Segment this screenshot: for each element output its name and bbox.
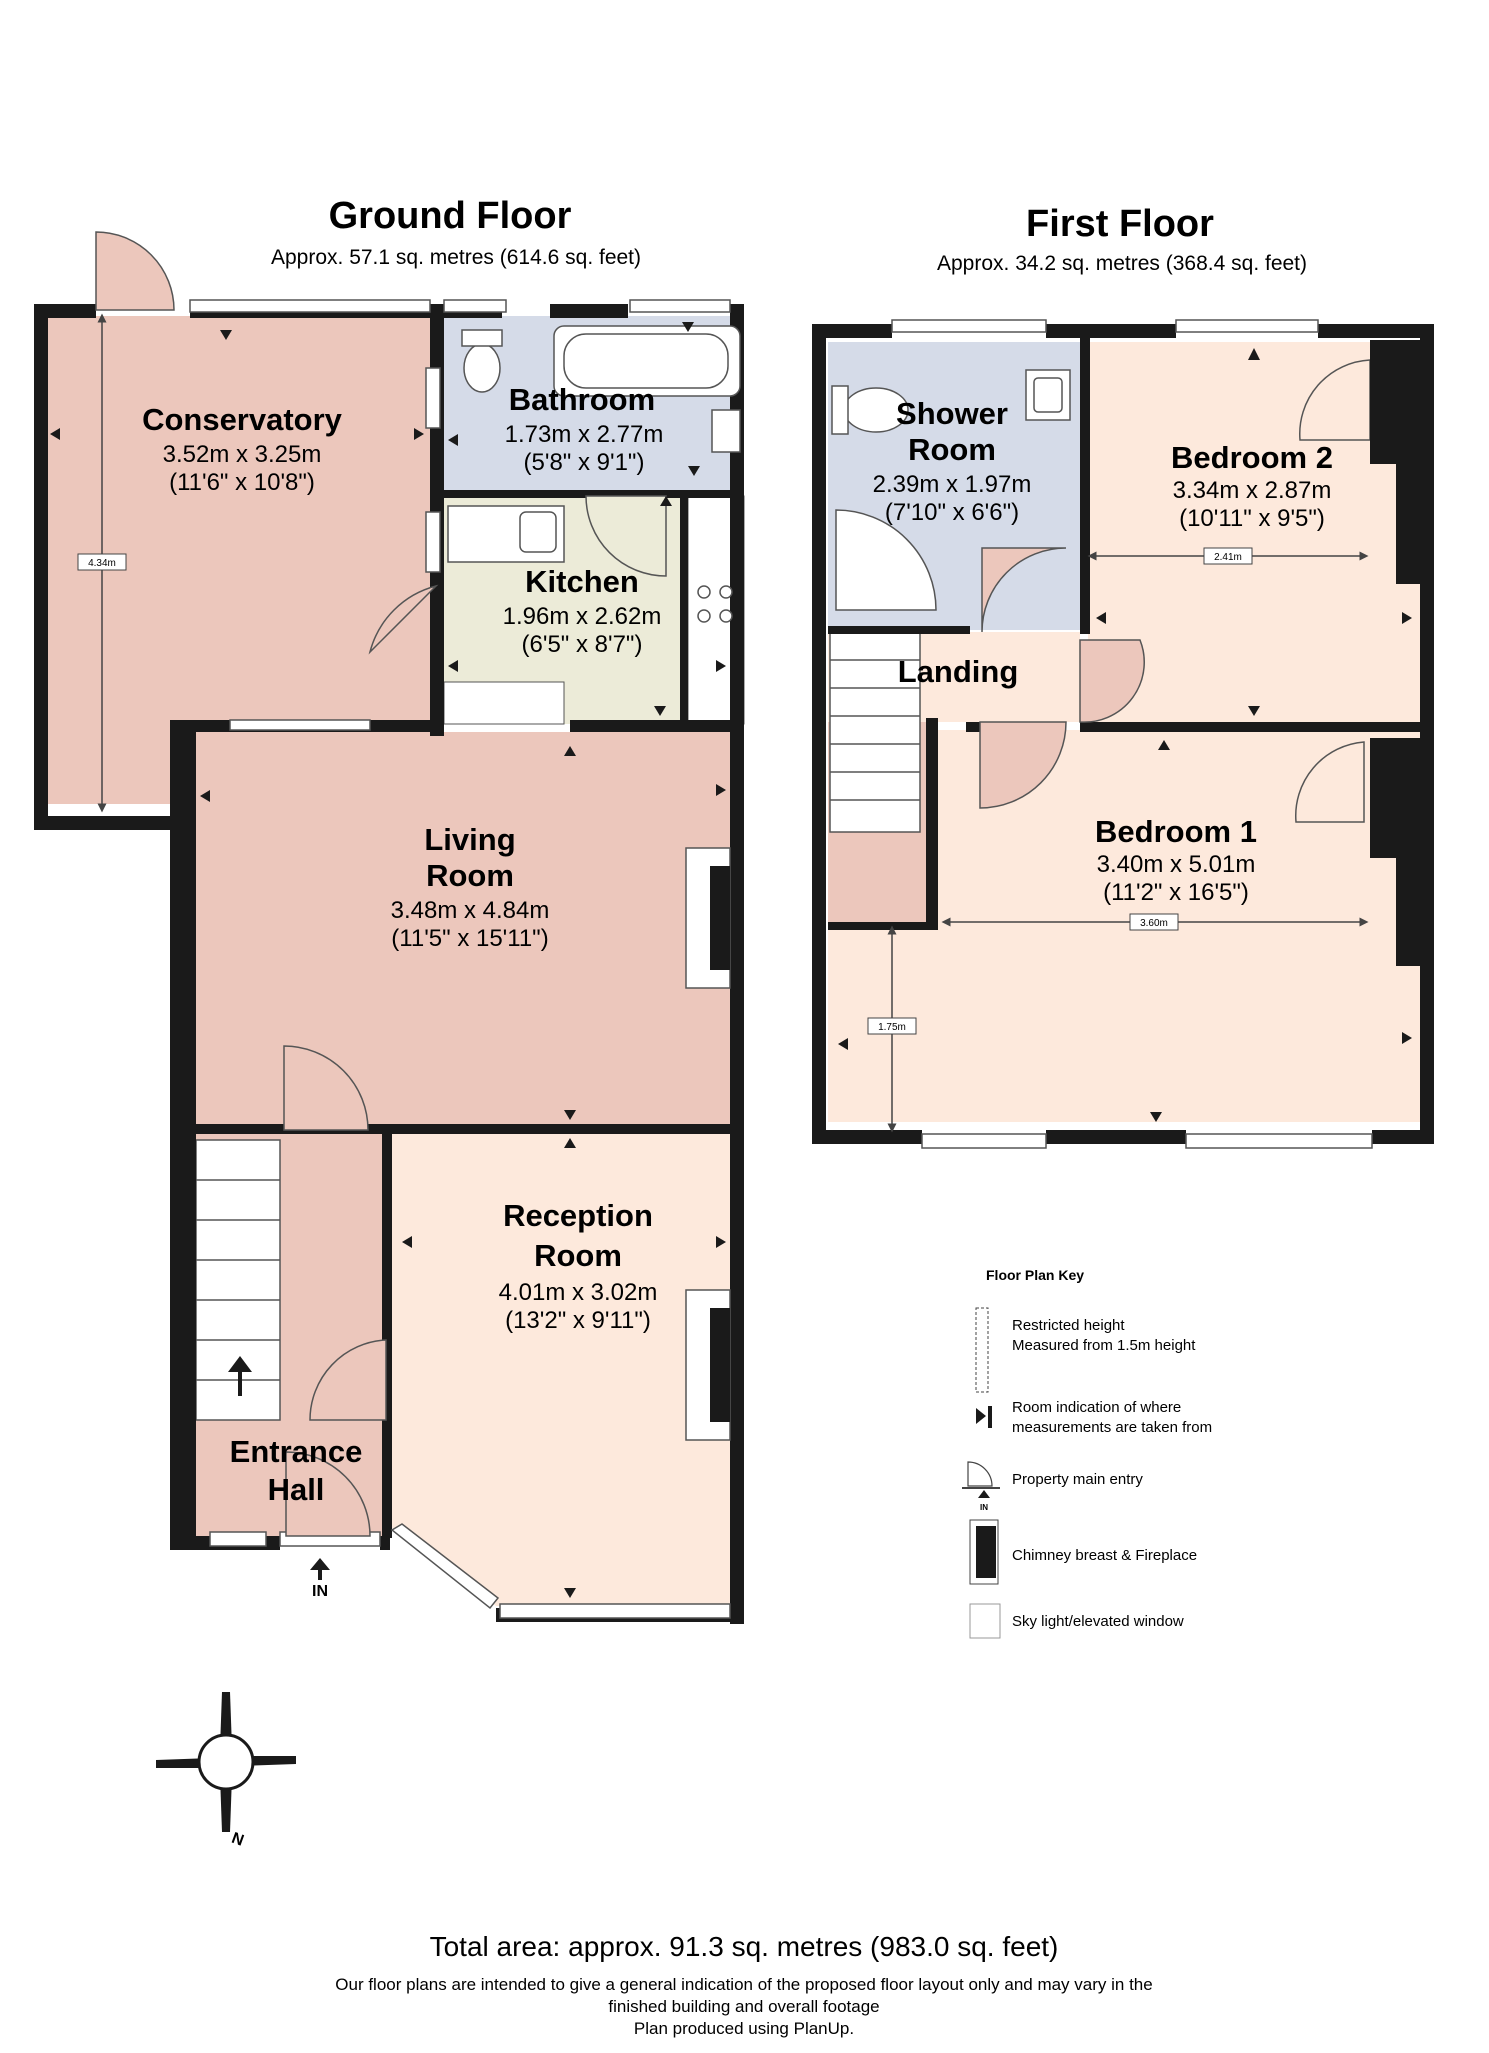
landing-name: Landing <box>898 654 1019 689</box>
shower-imperial: (7'10" x 6'6") <box>885 499 1019 526</box>
conservatory-name: Conservatory <box>142 402 343 437</box>
bedroom2-imperial: (10'11" x 9'5") <box>1179 505 1325 532</box>
living-metric: 3.48m x 4.84m <box>391 897 550 924</box>
bedroom1-width-box <box>1129 913 1179 931</box>
shower-name-line1: Shower <box>896 396 1008 431</box>
key-restricted-line1: Restricted height <box>1012 1317 1125 1334</box>
first-measure-markers <box>838 348 1412 1122</box>
total-area: Total area: approx. 91.3 sq. metres (983… <box>430 1931 1059 1962</box>
first-chimney-breasts <box>1370 340 1420 966</box>
kitchen-name: Kitchen <box>525 564 639 599</box>
entrance-name-line2: Hall <box>268 1472 325 1507</box>
shower-metric: 2.39m x 1.97m <box>873 471 1032 498</box>
bedroom1-height-label: 1.75m <box>878 1022 906 1033</box>
kitchen-counter-bottom <box>443 681 565 725</box>
key-indication-line2: measurements are taken from <box>1012 1419 1212 1436</box>
key-chimney-label: Chimney breast & Fireplace <box>1012 1547 1197 1564</box>
conservatory-metric: 3.52m x 3.25m <box>163 441 322 468</box>
bathroom-metric: 1.73m x 2.77m <box>505 421 664 448</box>
bedroom2-width-box <box>1203 547 1253 565</box>
reception-name-line2: Room <box>534 1238 622 1273</box>
kitchen-imperial: (6'5" x 8'7") <box>522 631 643 658</box>
first-doors <box>979 359 1371 823</box>
reception-name-line1: Reception <box>503 1198 653 1233</box>
key-title: Floor Plan Key <box>986 1267 1084 1283</box>
stairs-up-arrow-icon <box>228 1356 252 1396</box>
first-floor-area: Approx. 34.2 sq. metres (368.4 sq. feet) <box>937 252 1307 275</box>
key-restricted-line2: Measured from 1.5m height <box>1012 1337 1196 1354</box>
ground-floor-title: Ground Floor <box>329 195 572 237</box>
bathroom-name: Bathroom <box>509 382 655 417</box>
ground-windows <box>189 299 731 1619</box>
shower-name-line2: Room <box>908 432 996 467</box>
first-floor-plan: 2.41m 3.60m 1.75m Shower Room 2.39m x 1.… <box>812 319 1434 1149</box>
first-walls <box>812 324 1434 1144</box>
reception-metric: 4.01m x 3.02m <box>499 1279 658 1306</box>
bedroom1-name: Bedroom 1 <box>1095 814 1257 849</box>
first-floor-title: First Floor <box>1026 203 1214 245</box>
bedroom1-height-box <box>867 1017 917 1035</box>
key-entry-in: IN <box>980 1503 988 1512</box>
living-name-line2: Room <box>426 858 514 893</box>
key-skylight-label: Sky light/elevated window <box>1012 1613 1184 1630</box>
entrance-name-line1: Entrance <box>230 1434 363 1469</box>
key-indication-line1: Room indication of where <box>1012 1399 1181 1416</box>
kitchen-door <box>585 495 667 577</box>
floor-plan-key: Floor Plan Key Restricted height Measure… <box>962 1267 1212 1639</box>
disclaimer-line2: finished building and overall footage <box>608 1997 879 2016</box>
compass-north-label: N <box>229 1830 246 1850</box>
entry-arrow-icon <box>310 1558 330 1580</box>
conservatory-imperial: (11'6" x 10'8") <box>169 469 315 496</box>
bathroom-fixtures <box>461 325 741 453</box>
ground-floor-plan: 4.34m <box>34 231 745 1624</box>
compass-icon: N <box>156 1692 296 1850</box>
bedroom1-imperial: (11'2" x 16'5") <box>1103 879 1249 906</box>
kitchen-metric: 1.96m x 2.62m <box>503 603 662 630</box>
conservatory-height-label: 4.34m <box>88 558 116 569</box>
key-restricted-icon <box>975 1307 989 1393</box>
disclaimer-line1: Our floor plans are intended to give a g… <box>335 1975 1152 1994</box>
bedroom2-width-label: 2.41m <box>1214 552 1242 563</box>
bedroom2-name: Bedroom 2 <box>1171 440 1333 475</box>
entry-label: IN <box>312 1583 328 1600</box>
bedroom2-metric: 3.34m x 2.87m <box>1173 477 1332 504</box>
shower-fixtures <box>831 369 1071 611</box>
key-chimney-icon <box>969 1519 999 1585</box>
ground-measure-markers <box>50 322 726 1598</box>
first-windows <box>891 319 1373 1149</box>
key-entry-label: Property main entry <box>1012 1471 1143 1488</box>
bedroom1-metric: 3.40m x 5.01m <box>1097 851 1256 878</box>
living-name-line1: Living <box>424 822 515 857</box>
ground-floor-area: Approx. 57.1 sq. metres (614.6 sq. feet) <box>271 246 641 269</box>
ground-doors <box>95 231 439 1537</box>
reception-imperial: (13'2" x 9'11") <box>505 1307 651 1334</box>
bedroom1-width-label: 3.60m <box>1140 918 1168 929</box>
kitchen-fixtures <box>447 505 733 623</box>
key-indication-icon <box>976 1406 992 1428</box>
disclaimer-line3: Plan produced using PlanUp. <box>634 2019 854 2038</box>
ground-chimney-breasts <box>685 847 731 1441</box>
reception-room <box>392 1132 744 1606</box>
key-skylight-icon <box>969 1603 1001 1639</box>
conservatory-height-box <box>77 553 127 571</box>
bathroom-imperial: (5'8" x 9'1") <box>524 449 645 476</box>
living-imperial: (11'5" x 15'11") <box>391 925 548 952</box>
key-entry-icon: IN <box>962 1461 1000 1512</box>
